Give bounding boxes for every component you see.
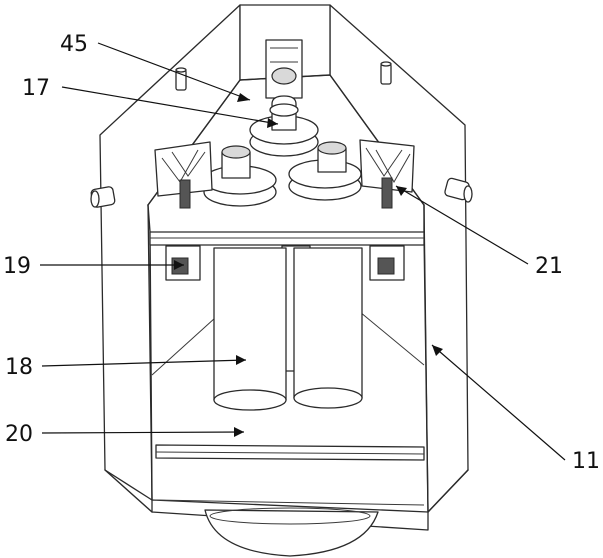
inner-edge-right [359, 311, 425, 366]
cartridge-right-bottom [293, 387, 363, 409]
leader-45 [97, 42, 251, 101]
side-nozzles [90, 177, 473, 208]
arrow-18 [236, 355, 246, 365]
leader-21 [395, 185, 529, 265]
arrow-11 [432, 345, 443, 356]
arrow-21 [396, 186, 407, 196]
leader-18 [41, 359, 247, 367]
base-left-edge [104, 469, 153, 513]
stud-right-top [380, 61, 392, 67]
label-17: 17 [22, 76, 50, 101]
right-valve-strut-b [375, 149, 411, 184]
tray-bottom [155, 499, 425, 506]
bottom-hopper [204, 507, 379, 557]
arrow-17 [267, 118, 278, 128]
label-19: 19 [3, 254, 31, 279]
label-45: 45 [60, 32, 88, 57]
right-elbow-top [317, 141, 347, 155]
bracket-right-slot [377, 257, 395, 275]
nozzle-right-end [463, 185, 473, 203]
inner-edge-left [151, 317, 216, 376]
hopper-bowl [204, 509, 379, 557]
arrow-20 [234, 427, 244, 437]
leader-20 [41, 431, 245, 434]
arrow-19 [174, 260, 184, 270]
filter-cartridges [213, 245, 363, 411]
left-valve-strut-b [171, 151, 206, 177]
arrow-45 [237, 93, 250, 102]
base-right-edge [427, 469, 469, 513]
left-elbow-top [221, 145, 251, 159]
center-pipe-collar [269, 103, 299, 117]
right-valve-strut-a [365, 147, 403, 177]
reference-labels: 45 17 19 18 20 21 11 [3, 32, 600, 474]
hopper-rim [209, 507, 371, 525]
label-21: 21 [535, 254, 563, 279]
leader-17 [61, 86, 279, 125]
label-20: 20 [5, 422, 33, 447]
left-valve-stem [179, 179, 191, 209]
stud-left-top [175, 67, 187, 73]
leader-11 [431, 344, 566, 461]
rear-frame-roller [271, 67, 297, 85]
tray-line [155, 451, 425, 455]
label-11: 11 [572, 449, 600, 474]
right-valve-stem [381, 177, 393, 209]
stud-right [380, 63, 392, 85]
cartridge-left-bottom [213, 389, 287, 411]
top-assembly [154, 39, 415, 209]
leader-lines [40, 42, 566, 461]
filter-cartridge-left [213, 247, 287, 408]
label-18: 18 [5, 355, 33, 380]
nozzle-left-end [90, 190, 100, 208]
lower-tray [155, 444, 425, 506]
partition-plate [149, 231, 425, 246]
filter-cartridge-right [293, 247, 363, 406]
